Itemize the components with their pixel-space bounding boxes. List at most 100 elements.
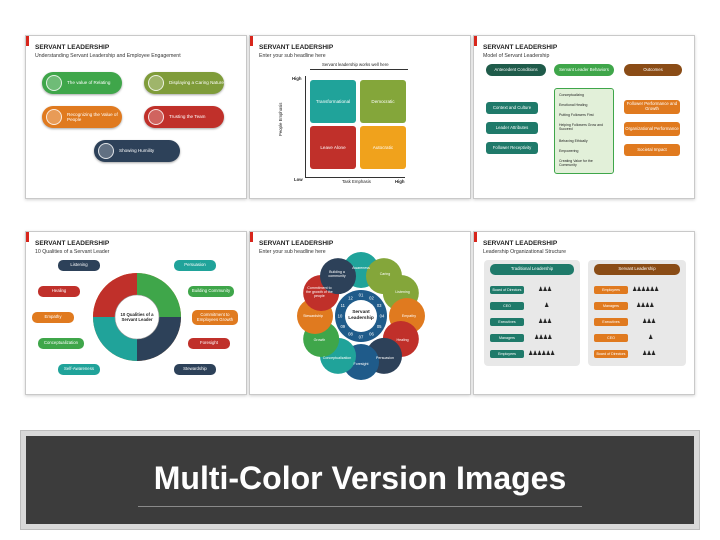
traditional-panel: Traditional Leadership Board of Director… — [484, 260, 580, 366]
thumb-title: SERVANT LEADERSHIP — [35, 44, 110, 51]
traditional-executives: Executives — [490, 318, 524, 326]
servant-executives: Executives — [594, 318, 628, 326]
people-icon: ♟♟♟ — [642, 351, 656, 357]
people-icon: ♟♟♟♟♟♟ — [632, 287, 659, 293]
header-antecedent: Antecedent Conditions — [486, 64, 546, 76]
petal-center-label: Servant Leadership — [348, 310, 374, 321]
petal-label: Persuasion — [376, 355, 394, 360]
traditional-header: Traditional Leadership — [490, 264, 574, 275]
petal-number: 11 — [341, 303, 346, 308]
petal-label: Caring — [379, 272, 391, 277]
quality-commitment: Commitment to Employees Growth — [192, 310, 238, 325]
banner-title: Multi-Color Version Images — [153, 460, 567, 496]
thumb-subtitle: Model of Servant Leadership — [483, 53, 550, 59]
antecedent-2: Leader Attributes — [486, 122, 538, 134]
thumb-subtitle: 10 Qualities of a Servant Leader — [35, 249, 110, 255]
quality-listening: Listening — [58, 260, 100, 271]
y-axis-line — [305, 76, 306, 178]
petal-label: Empathy — [401, 313, 417, 318]
quadrant-autocratic: Autocratic — [360, 126, 406, 169]
thumb-title: SERVANT LEADERSHIP — [483, 44, 558, 51]
quadrant-transformational: Transformational — [310, 80, 356, 123]
top-label: Servant leadership works well here — [322, 62, 389, 67]
traditional-ceo: CEO — [490, 302, 524, 310]
pill-humility: Showing Humility — [94, 140, 180, 162]
servant-employees: Employees — [594, 286, 628, 294]
thumbnail-1[interactable]: SERVANT LEADERSHIP Understanding Servant… — [25, 35, 247, 199]
quality-empathy: Empathy — [32, 312, 74, 323]
pill-relating: The value of Relating — [42, 72, 122, 94]
thumbnail-2[interactable]: SERVANT LEADERSHIP Enter your sub headli… — [249, 35, 471, 199]
petal-number: 02 — [369, 295, 374, 300]
petal-label: Building a community — [328, 270, 346, 279]
thumb-title: SERVANT LEADERSHIP — [259, 44, 334, 51]
thumb-subtitle: Enter your sub headline here — [259, 53, 326, 59]
petal-number: 10 — [338, 314, 343, 319]
wheel-center: 10 Qualities of a Servant Leader — [120, 312, 154, 322]
y-high-label: High — [292, 76, 302, 81]
quadrant-democratic: Democratic — [360, 80, 406, 123]
top-bracket — [310, 69, 408, 70]
relating-icon — [46, 75, 62, 91]
quality-building-community: Building Community — [188, 286, 234, 297]
outcome-2: Organizational Performance — [624, 122, 680, 136]
petal-number: 07 — [359, 335, 364, 340]
petal-label: Awareness — [352, 265, 370, 270]
y-axis-label: People Emphasis — [278, 102, 283, 136]
petal-label: Healing — [396, 337, 409, 342]
petal-number: 08 — [348, 332, 353, 337]
outcome-1: Follower Performance and Growth — [624, 100, 680, 114]
banner-underline — [138, 506, 582, 507]
x-high-label: High — [395, 179, 405, 184]
traditional-board: Board of Directors — [490, 286, 524, 294]
quality-conceptualization: Conceptualization — [38, 338, 84, 349]
thumb-title: SERVANT LEADERSHIP — [35, 240, 110, 247]
people-icon: ♟♟♟ — [538, 287, 552, 293]
thumb-subtitle: Understanding Servant Leadership and Emp… — [35, 53, 181, 59]
petal-core — [345, 300, 377, 332]
thumb-title: SERVANT LEADERSHIP — [259, 240, 334, 247]
petal-label: Stewardship — [303, 313, 323, 318]
people-icon: ♟♟♟♟♟♟ — [528, 351, 555, 357]
handshake-icon — [148, 109, 164, 125]
qualities-wheel — [93, 273, 181, 361]
servant-board: Board of Directors — [594, 350, 628, 358]
humility-icon — [98, 143, 114, 159]
behavior-item: Conceptualizing — [559, 93, 584, 97]
thumbnail-5[interactable]: SERVANT LEADERSHIP Enter your sub headli… — [249, 231, 471, 395]
petal-number: 01 — [359, 293, 364, 298]
pill-trusting: Trusting the Team — [144, 106, 224, 128]
petal-label: Growth — [313, 337, 326, 342]
petal-number: 04 — [380, 314, 385, 319]
thumbnail-3[interactable]: SERVANT LEADERSHIP Model of Servant Lead… — [473, 35, 695, 199]
servant-header: Servant Leadership — [594, 264, 680, 275]
petal — [320, 258, 356, 295]
outcome-3: Societal Impact — [624, 144, 680, 156]
petal-label: Listening — [395, 289, 410, 294]
petal-number: 03 — [377, 303, 382, 308]
people-icon: ♟♟♟♟ — [636, 303, 654, 309]
thumbnail-4[interactable]: SERVANT LEADERSHIP 10 Qualities of a Ser… — [25, 231, 247, 395]
behavior-item: Creating Value for the Community — [559, 159, 593, 167]
antecedent-1: Context and Culture — [486, 102, 538, 114]
petal-label: Foresight — [353, 361, 369, 366]
petal-number: 05 — [377, 324, 382, 329]
thumbnail-6[interactable]: SERVANT LEADERSHIP Leadership Organizati… — [473, 231, 695, 395]
pill-caring: Displaying a Caring Nature — [144, 72, 224, 94]
behavior-item: Helping Followers Grow and Succeed — [559, 123, 603, 131]
people-icon: ♟♟♟ — [642, 319, 656, 325]
traditional-employees: Employees — [490, 350, 524, 358]
thumb-subtitle: Leadership Organizational Structure — [483, 249, 567, 255]
quality-persuasion: Persuasion — [174, 260, 216, 271]
petal-number: 06 — [369, 332, 374, 337]
petal-label: Commitment to the growth of the people — [306, 285, 333, 299]
people-icon: ♟♟♟ — [538, 319, 552, 325]
people-icon: ♟ — [544, 303, 549, 309]
behavior-item: Empowering — [559, 149, 579, 153]
header-behaviors: Servant Leader Behaviors — [554, 64, 614, 76]
quality-stewardship: Stewardship — [174, 364, 216, 375]
banner: Multi-Color Version Images — [20, 430, 700, 530]
header-outcomes: Outcomes — [624, 64, 682, 76]
